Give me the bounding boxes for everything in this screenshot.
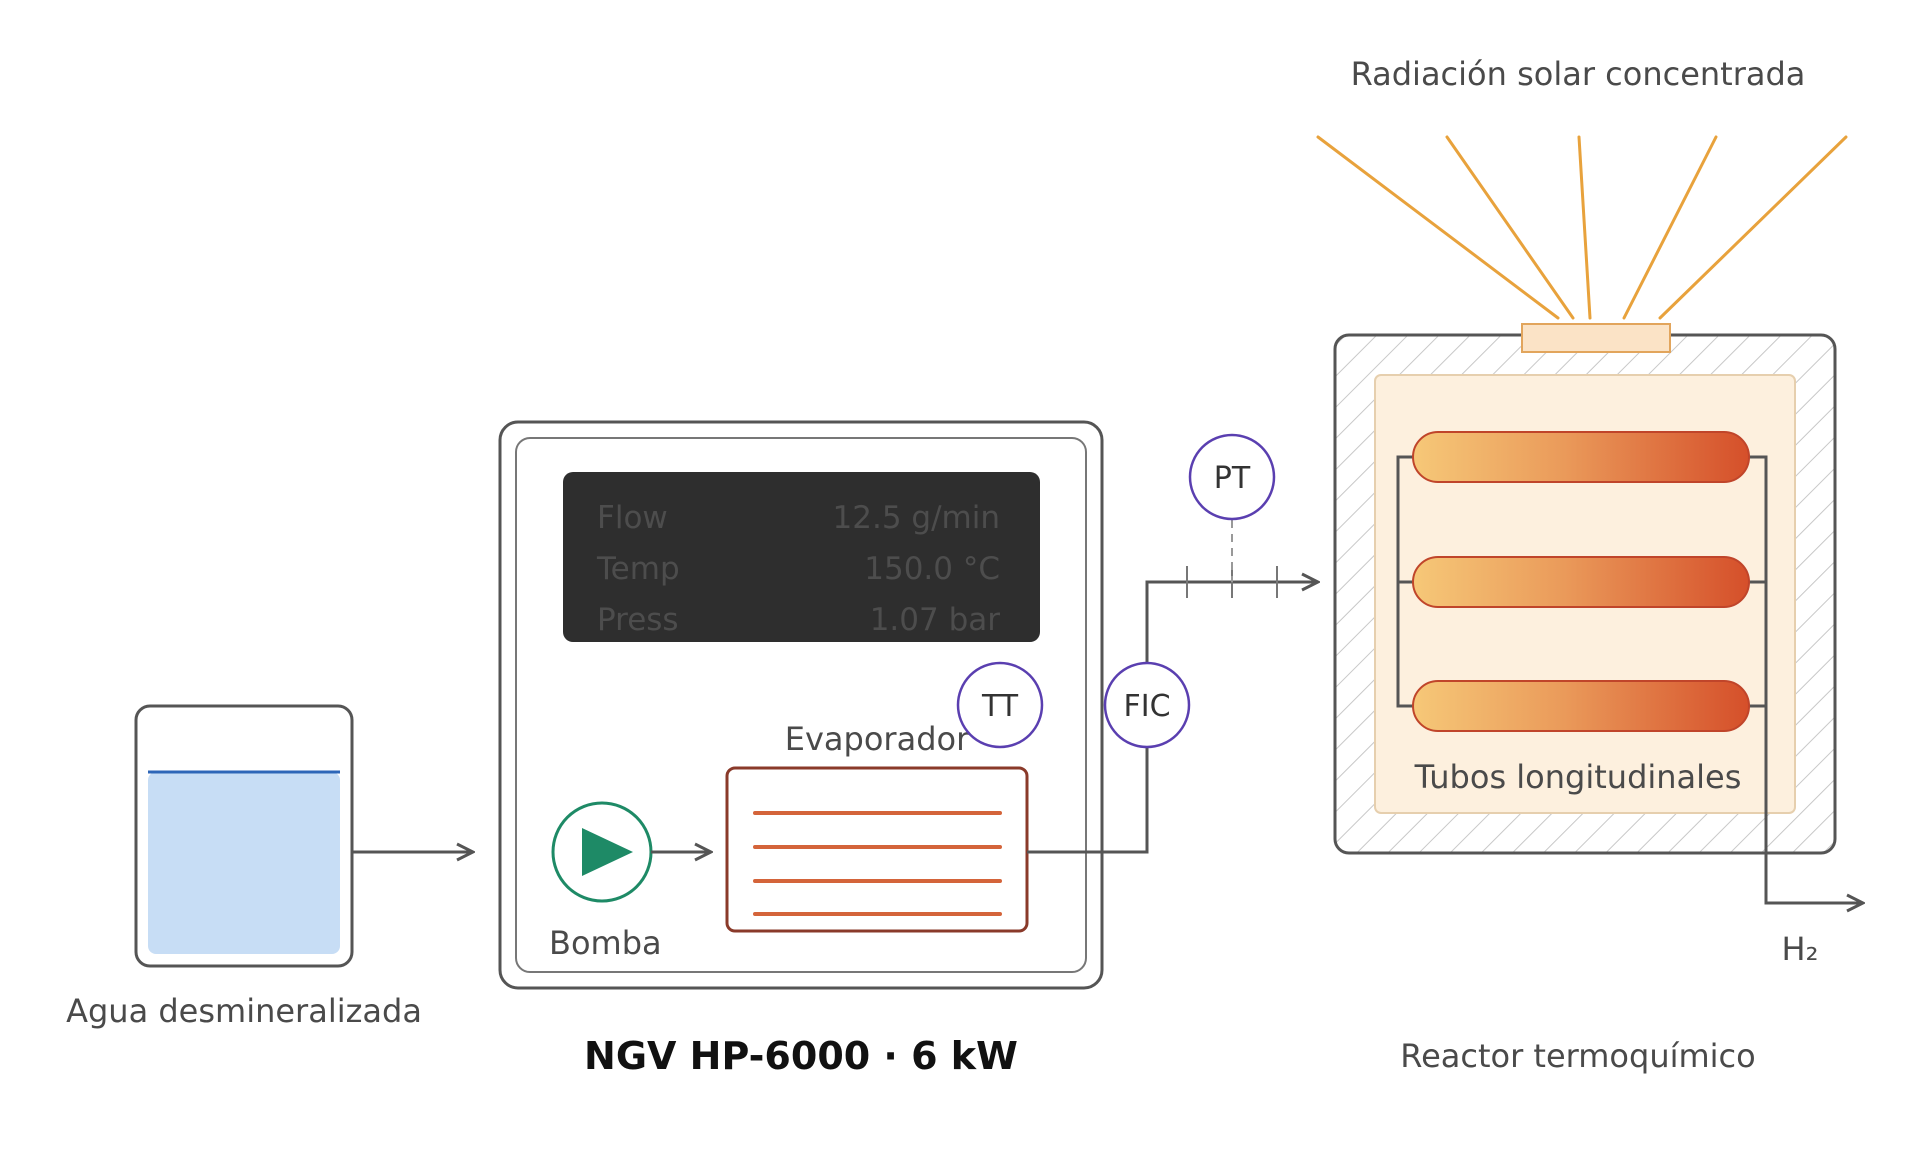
svg-text:TT: TT [981, 689, 1019, 724]
display-panel: Flow 12.5 g/min Temp 150.0 °C Press 1.07… [563, 472, 1040, 642]
water-tank [134, 704, 354, 968]
reactor-tube [1412, 680, 1750, 732]
fic-instrument: FIC [1103, 661, 1191, 749]
line-h2-outlet [1764, 706, 1863, 903]
pump [551, 801, 653, 903]
reactor-tube [1412, 431, 1750, 483]
h2-label: H₂ [1782, 930, 1819, 968]
solar-ray [1658, 135, 1848, 320]
tt-instrument: TT [956, 661, 1044, 749]
tubes-label: Tubos longitudinales [1414, 758, 1742, 796]
solar-radiation-label: Radiación solar concentrada [1351, 55, 1806, 93]
display-row-value: 12.5 g/min [833, 500, 1000, 536]
tank-label: Agua desmineralizada [66, 992, 422, 1030]
svg-text:FIC: FIC [1123, 689, 1170, 724]
display-row-label: Press [597, 602, 679, 638]
tank-water [148, 772, 340, 954]
display-row-label: Temp [596, 551, 680, 587]
solar-ray [1622, 135, 1718, 320]
evaporator-label: Evaporador [785, 720, 970, 758]
solar-rays [1316, 135, 1848, 320]
pump-play-icon [582, 828, 633, 876]
display-row-label: Flow [597, 500, 668, 536]
solar-window [1521, 323, 1671, 353]
solar-ray [1316, 135, 1560, 320]
svg-text:PT: PT [1214, 461, 1251, 496]
evaporator [725, 766, 1029, 933]
display-row-value: 1.07 bar [870, 602, 1001, 638]
solar-ray [1445, 135, 1575, 320]
pt-instrument: PT [1188, 433, 1276, 521]
reactor-label: Reactor termoquímico [1400, 1037, 1755, 1075]
pump-label: Bomba [549, 924, 662, 962]
reactor-tube [1412, 556, 1750, 608]
unit-model-title: NGV HP-6000 · 6 kW [584, 1034, 1018, 1078]
solar-ray [1577, 135, 1592, 320]
reactor [1333, 323, 1837, 855]
display-row-value: 150.0 °C [864, 551, 1000, 587]
